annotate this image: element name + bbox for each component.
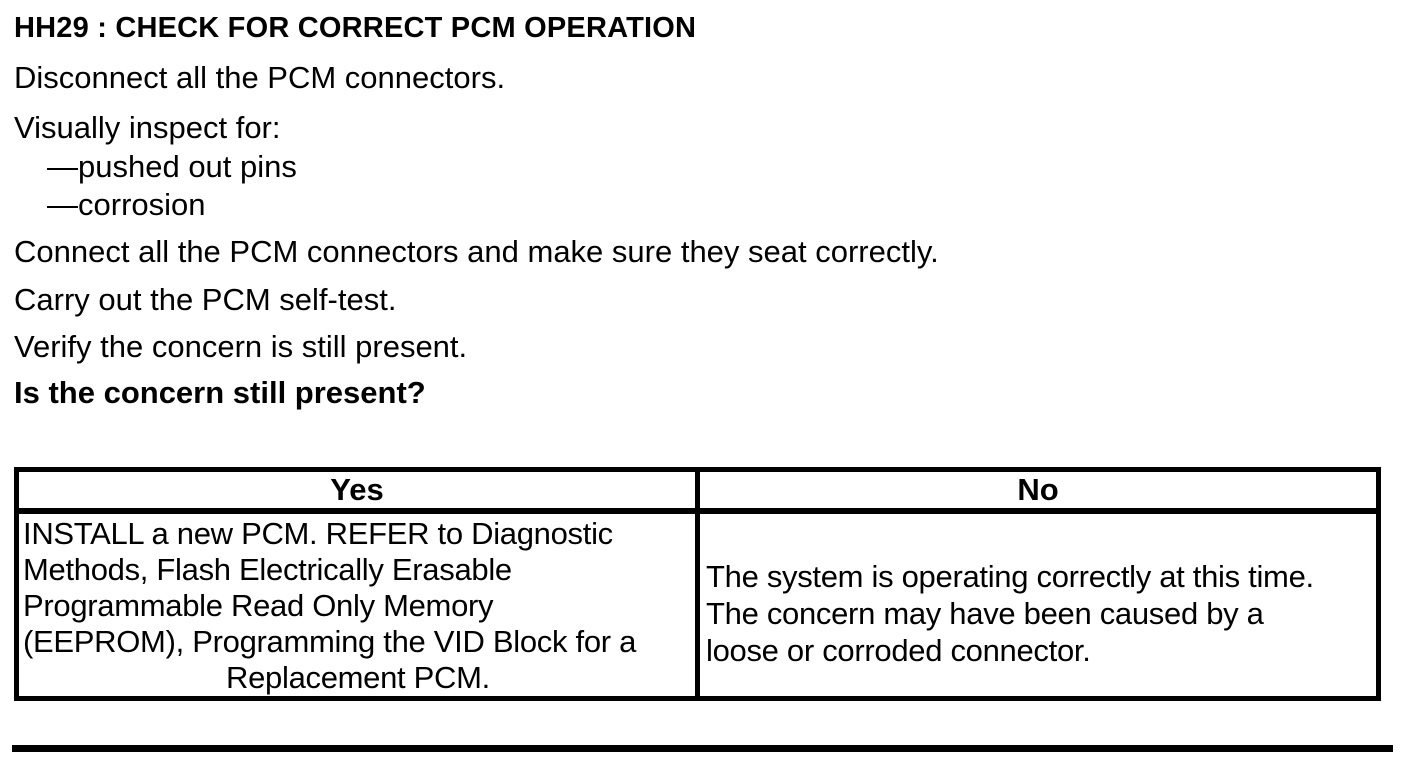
step-self-test: Carry out the PCM self-test. <box>14 282 397 317</box>
step-connect-connectors: Connect all the PCM connectors and make … <box>14 234 939 269</box>
cell-line: (EEPROM), Programming the VID Block for … <box>23 624 637 659</box>
decision-table-result-row: INSTALL a new PCM. REFER to Diagnostic M… <box>14 508 1381 701</box>
yes-result-cell: INSTALL a new PCM. REFER to Diagnostic M… <box>14 508 700 701</box>
decision-table: Yes No INSTALL a new PCM. REFER to Diagn… <box>14 467 1381 701</box>
page-title: HH29 : CHECK FOR CORRECT PCM OPERATION <box>14 12 697 44</box>
step-inspect-intro: Visually inspect for: <box>14 110 281 145</box>
cell-line: The system is operating correctly at thi… <box>706 558 1314 594</box>
cell-line: INSTALL a new PCM. REFER to Diagnostic <box>23 516 613 551</box>
bottom-divider <box>12 745 1393 752</box>
no-result-text: The system is operating correctly at thi… <box>703 558 1374 669</box>
cell-line: Methods, Flash Electrically Erasable <box>23 552 512 587</box>
yes-column-header: Yes <box>14 467 700 514</box>
cell-line: loose or corroded connector. <box>706 632 1091 668</box>
no-column-header: No <box>695 467 1381 514</box>
decision-table-header-row: Yes No <box>14 467 1381 514</box>
inspect-item-corrosion: —corrosion <box>47 187 206 222</box>
cell-line: The concern may have been caused by a <box>706 595 1264 631</box>
inspect-list: —pushed out pins —corrosion <box>14 148 1408 224</box>
yes-result-text: INSTALL a new PCM. REFER to Diagnostic M… <box>22 516 693 695</box>
step-disconnect-connectors: Disconnect all the PCM connectors. <box>14 60 506 95</box>
inspect-item-pushed-pins: —pushed out pins <box>47 149 297 184</box>
cell-line: Replacement PCM. <box>226 660 490 695</box>
cell-line: Programmable Read Only Memory <box>23 588 494 623</box>
no-result-cell: The system is operating correctly at thi… <box>695 508 1381 701</box>
question-text: Is the concern still present? <box>14 375 426 410</box>
step-verify-concern: Verify the concern is still present. <box>14 329 468 364</box>
